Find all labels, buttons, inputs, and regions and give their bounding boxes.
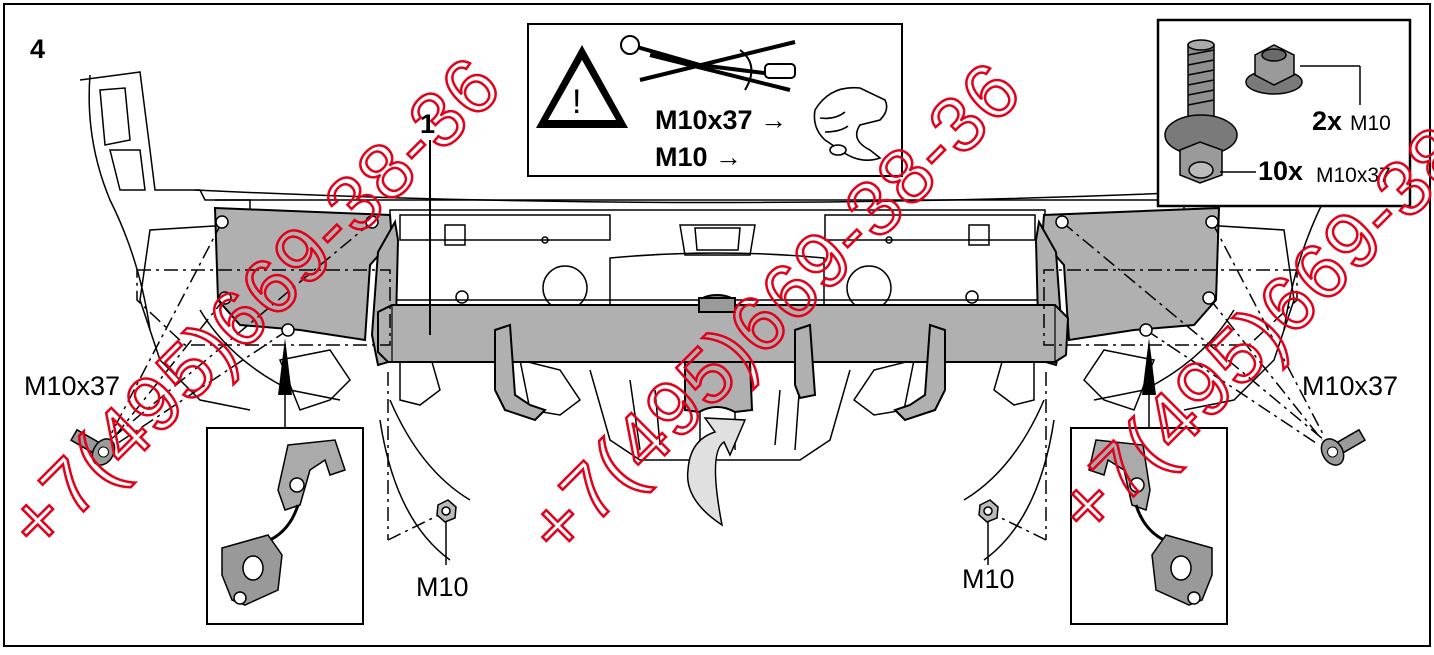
right-nut-icon <box>978 499 999 523</box>
nut-hardware-icon <box>1245 44 1303 95</box>
nut-count: 2x <box>1312 106 1342 136</box>
left-bolt-label: M10x37 <box>24 371 120 401</box>
left-pointer-triangle-icon <box>278 338 292 395</box>
bolt-holes <box>215 215 1219 337</box>
left-nut-icon <box>436 499 457 523</box>
tow-bar-crossmember <box>213 206 1221 422</box>
right-exhaust-hanger-icon <box>1088 439 1213 606</box>
crossed-out-torque-wrench-icon <box>620 35 796 92</box>
hand-tighten-icon <box>813 86 888 161</box>
warning-triangle-icon: ! <box>536 45 628 128</box>
right-bolt-label: M10x37 <box>1302 371 1398 401</box>
warning-spec-m10: M10 → <box>655 142 742 172</box>
step-number: 4 <box>30 34 45 64</box>
left-nut-label: M10 <box>416 572 469 602</box>
right-pointer-triangle-icon <box>1142 338 1156 395</box>
hardware-box: 2x M10 10x M10x37 <box>1156 18 1412 208</box>
nut-size: M10 <box>1350 112 1391 135</box>
right-nut-label: M10 <box>962 564 1015 594</box>
bolt-hardware-icon <box>1164 39 1238 184</box>
warning-spec-m10x37: M10x37 → <box>655 105 787 135</box>
svg-text:!: ! <box>572 83 581 121</box>
warning-box: ! M10x37 → M10 → <box>527 23 903 177</box>
left-detail-inset <box>206 427 364 625</box>
bolt-size: M10x37 <box>1316 164 1391 187</box>
part-label-1: 1 <box>420 109 435 139</box>
right-detail-inset <box>1070 427 1228 625</box>
left-exhaust-hanger-icon <box>221 439 346 606</box>
dash-guide-lines <box>109 221 1325 541</box>
bolt-count: 10x <box>1258 156 1303 186</box>
curved-insertion-arrow-icon <box>686 417 747 527</box>
